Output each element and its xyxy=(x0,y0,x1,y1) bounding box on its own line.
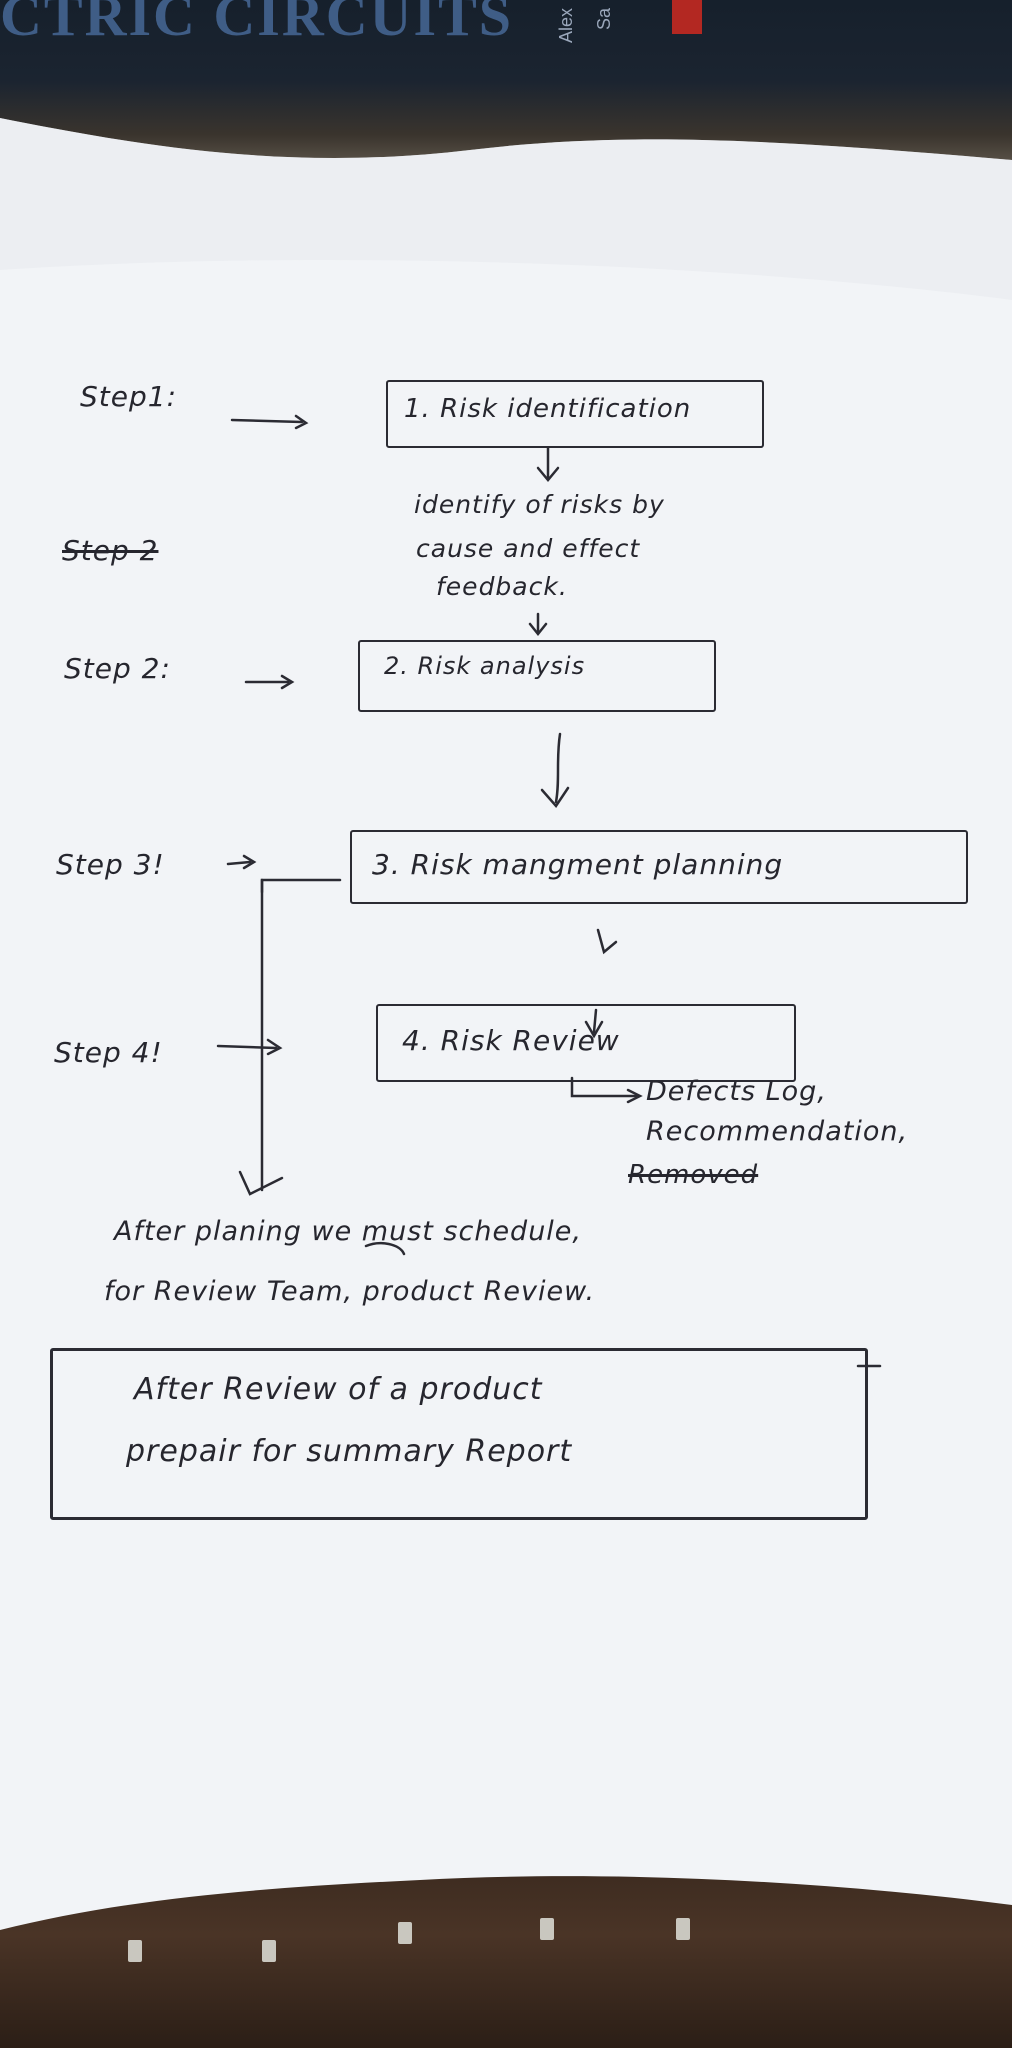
step2-label: Step 2: xyxy=(64,652,171,685)
step2-struck-label: Step 2 xyxy=(62,534,159,567)
after-planning-note: After planing we must schedule, xyxy=(114,1216,582,1247)
risk-management-planning-text: 3. Risk mangment planning xyxy=(372,848,784,881)
risk-identification-box xyxy=(386,380,764,448)
review-output-item: Defects Log, xyxy=(646,1076,827,1107)
weave-knot xyxy=(262,1940,276,1962)
summary-report-text: After Review of a product xyxy=(134,1372,543,1407)
risk-identification-note: identify of risks by xyxy=(414,490,665,519)
weave-knot xyxy=(128,1940,142,1962)
risk-management-planning-box xyxy=(350,830,968,904)
summary-report-text: prepair for summary Report xyxy=(126,1434,573,1469)
after-planning-note: for Review Team, product Review. xyxy=(104,1276,596,1307)
review-output-item: Recommendation, xyxy=(646,1116,909,1147)
summary-report-box xyxy=(50,1348,868,1520)
risk-identification-note: cause and effect xyxy=(416,534,641,563)
step1-label: Step1: xyxy=(80,380,177,413)
weave-knot xyxy=(676,1918,690,1940)
risk-review-text: 4. Risk Review xyxy=(402,1024,620,1057)
weave-knot xyxy=(398,1922,412,1944)
book-spine-title: CTRIC CIRCUITS xyxy=(0,0,514,48)
risk-analysis-text: 2. Risk analysis xyxy=(384,652,586,680)
step4-label: Step 4! xyxy=(54,1036,163,1069)
risk-review-box xyxy=(376,1004,796,1082)
weave-knot xyxy=(540,1918,554,1940)
risk-analysis-box xyxy=(358,640,716,712)
risk-identification-note: feedback. xyxy=(436,572,568,601)
review-output-item: Removed xyxy=(628,1160,759,1190)
risk-identification-text: 1. Risk identification xyxy=(404,394,692,424)
step3-label: Step 3! xyxy=(56,848,165,881)
